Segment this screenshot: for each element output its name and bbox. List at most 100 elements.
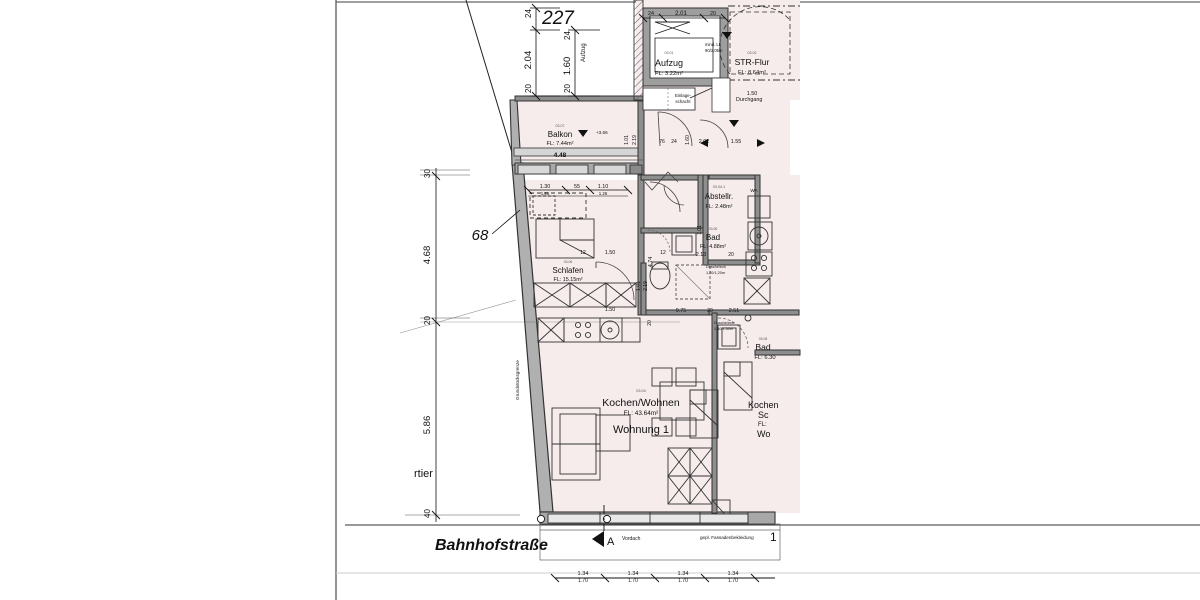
dim-left-40: 40 [423,509,432,518]
annotation-mind-dims: 90/2,05m [705,48,723,53]
annotation-schacht: schacht [675,99,691,104]
elevator-core [633,0,800,113]
room-area: FL: 2.48m² [705,204,732,210]
living-furniture [551,367,719,505]
guide-lines [345,169,1200,526]
dim-misc-219b: 2.19 [643,281,649,291]
dim-toph-20: 20 [710,11,716,17]
room-code: 03.02 [748,51,757,55]
room-code: 03.05 [709,227,718,231]
dim-misc-975: 9.75 [676,308,687,314]
room-area: FL: 3.22m² [655,71,683,77]
left-dimension-chain [431,168,441,522]
room-name: Aufzug [655,58,683,68]
dim-misc-202: 2.02 [699,139,710,145]
dim-misc-219a: 2.19 [632,135,638,145]
dim-bot-170-2: 1.70 [628,578,638,584]
dim-left-30: 30 [423,169,432,178]
dim-misc-20e: 20 [647,320,653,326]
dim-misc-160b: 1.60 [685,135,691,145]
dim-top2-160: 1.60 [562,57,573,76]
dim-misc-213: 2.13 [696,252,707,258]
dim-bot-134-1: 1.34 [578,571,589,577]
dim-misc-155: 1.55 [731,139,742,145]
room-area: FL: 43.64m² [624,410,658,417]
dim-misc-150b: 1.50 [605,250,616,256]
dim-misc-101b: 1.01 [636,281,642,291]
room-area: FL: 15.15m² [553,277,582,283]
room-code: 03.04-1 [713,185,725,189]
annotation-aufzug-vertical: Aufzug [581,43,587,62]
unit-label: Wohnung 1 [613,424,669,436]
dim-balk-110-sub: 1.26 [599,191,608,196]
room-code: 03.07 [556,124,565,128]
dim-top1-24: 24 [524,9,533,18]
dim-misc-24b: 24 [671,139,677,145]
annotation-fl-partial: FL: [758,422,767,428]
vordach-outline [536,512,781,561]
room-area: FL: 7.44m² [546,141,573,147]
room-name: Schlafen [552,266,583,275]
room-name: Kochen/Wohnen [602,397,680,409]
plot-number-68: 68 [472,227,489,244]
top-dimension-chains [530,3,730,101]
dim-left-468: 4.68 [422,246,433,265]
annotation-durchgang: Durchgang [736,97,762,103]
dim-bot-134-3: 1.34 [678,571,689,577]
section-marker-label: A [607,536,615,548]
room-label-str-flur: 03.02 STR-Flur FL: 8.64m² [735,51,770,76]
room-name: Balkon [548,130,572,139]
annotation-sc-partial: Sc [758,410,769,420]
dim-misc-12b: 12 [660,250,666,256]
annotation-wa: WA [750,188,758,193]
annotation-dusche-2: Dusche/eck [714,321,734,325]
annotation-mind-l: mind. LL [705,42,722,47]
room-area: FL: 4.88m² [700,244,726,250]
dim-bot-134-4: 1.34 [728,571,739,577]
annotation-grundstuecksgrenze: Grundstücksgrenze [515,360,520,400]
annotation-wo-partial: Wo [757,429,770,439]
dim-bot-170-3: 1.70 [678,578,688,584]
balcony-dimension-chain [523,185,633,197]
room-name: STR-Flur [735,57,770,67]
balcony-width-dim: 4.48 [554,152,567,159]
room-label-bad-308: 03.08 Bad FL: 6.30 [754,337,775,361]
annotation-kochen-partial: Kochen [748,400,779,410]
dim-balk-130-sub: 1.26 [541,191,550,196]
property-boundary-line [399,0,517,334]
room-code: 03.01 [665,51,674,55]
room-label-abstellr: 03.04-1 Abstellr. FL: 2.48m² [705,185,733,210]
room-label-balkon: 03.07 Balkon FL: 7.44m² +3.66 4.48 [546,124,608,159]
room-name: Abstellr. [705,192,733,201]
dim-balk-110: 1.10 [598,184,609,190]
level-markers [578,32,765,147]
dim-top2-20: 20 [563,84,572,93]
annotation-einlage: Einlage- [675,93,692,98]
partial-text-quartier: rtier [414,468,433,480]
dim-misc-150c: 1.50 [605,307,616,313]
dim-misc-20c: 20 [728,252,734,258]
partial-text-axis-1: 1 [770,530,777,544]
bathroom-fixtures [644,171,773,521]
dim-misc-251: 2.51 [729,308,740,314]
dim-misc-101c: 1.01 [697,225,703,235]
dim-top1-20: 20 [524,84,533,93]
annotation-dusche-1-dims: 1,20/1,20m [706,271,725,275]
dim-misc-101a: 1.01 [624,135,630,145]
dim-left-20: 20 [423,316,432,325]
street-name-label: Bahnhofstraße [435,537,548,554]
room-name: Bad [755,342,771,352]
bedroom-furniture [529,192,637,308]
balcony-glazing [515,159,643,175]
room-area: FL: 6.30 [754,355,775,361]
dim-toph-201: 2.01 [675,11,687,17]
annotation-dusche-2-dims: 1,50/1,50m [714,327,733,331]
room-label-aufzug: 03.01 Aufzug FL: 3.22m² [655,51,683,77]
dim-top2-24: 24 [563,31,572,40]
room-area: FL: 8.64m² [738,70,766,76]
text-layer: 227 68 Bahnhofstraße rtier 1 03.07 Balko… [414,8,779,584]
dim-left-586: 5.86 [422,416,433,435]
room-label-kochen-wohnen: 03.04 Kochen/Wohnen FL: 43.64m² [602,389,680,417]
